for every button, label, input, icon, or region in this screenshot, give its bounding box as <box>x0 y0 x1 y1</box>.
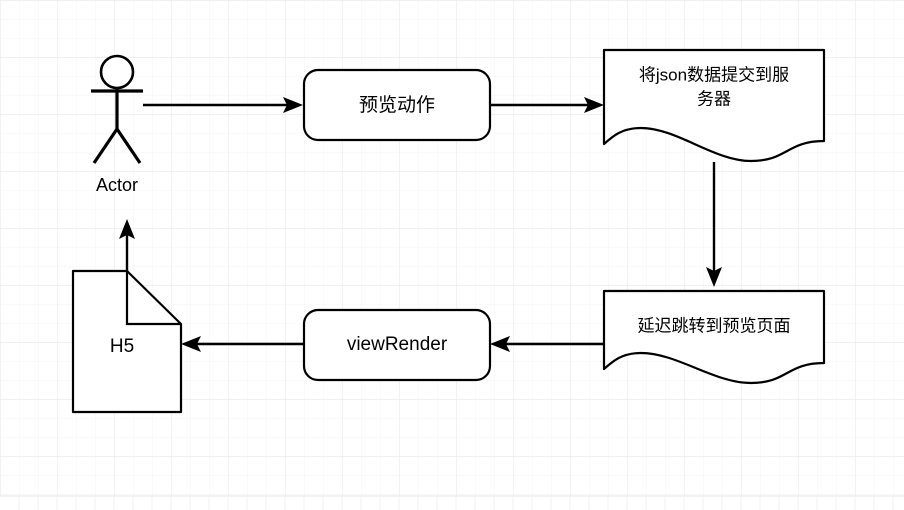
delay-redirect-document-shape[interactable] <box>602 289 826 385</box>
preview-action-label: 预览动作 <box>359 94 435 116</box>
submit-json-document-shape[interactable] <box>602 48 826 163</box>
node-delay-redirect[interactable]: 延迟跳转到预览页面 <box>602 289 826 385</box>
actor-leg-right <box>115 128 142 164</box>
submit-json-label-line2: 务器 <box>697 89 731 108</box>
connector-h5-to-actor[interactable] <box>119 219 135 272</box>
node-preview-action[interactable]: 预览动作 <box>302 68 492 142</box>
h5-label: H5 <box>110 336 134 357</box>
actor-label: Actor <box>96 175 138 195</box>
view-render-label: viewRender <box>347 334 448 355</box>
node-view-render[interactable]: viewRender <box>302 308 492 382</box>
actor-leg-left <box>92 128 119 164</box>
connector-view-render-to-h5[interactable] <box>181 336 303 352</box>
submit-json-label-line1: 将json数据提交到服 <box>639 65 789 84</box>
node-submit-json[interactable]: 将json数据提交到服 务器 <box>602 48 826 163</box>
actor-head-icon <box>99 54 135 90</box>
connector-actor-to-preview-action[interactable] <box>143 97 303 113</box>
h5-note-shape[interactable] <box>71 269 183 414</box>
connector-preview-action-to-submit-json[interactable] <box>490 97 604 113</box>
view-render-box[interactable] <box>302 308 492 382</box>
connector-delay-redirect-to-view-render[interactable] <box>490 336 604 352</box>
connector-submit-json-to-delay-redirect[interactable] <box>706 162 722 287</box>
preview-action-box[interactable] <box>302 68 492 142</box>
delay-redirect-label: 延迟跳转到预览页面 <box>638 316 791 335</box>
h5-fold-corner-icon <box>125 271 181 326</box>
node-h5-page[interactable]: H5 <box>71 269 183 414</box>
node-actor[interactable]: Actor <box>91 54 143 195</box>
